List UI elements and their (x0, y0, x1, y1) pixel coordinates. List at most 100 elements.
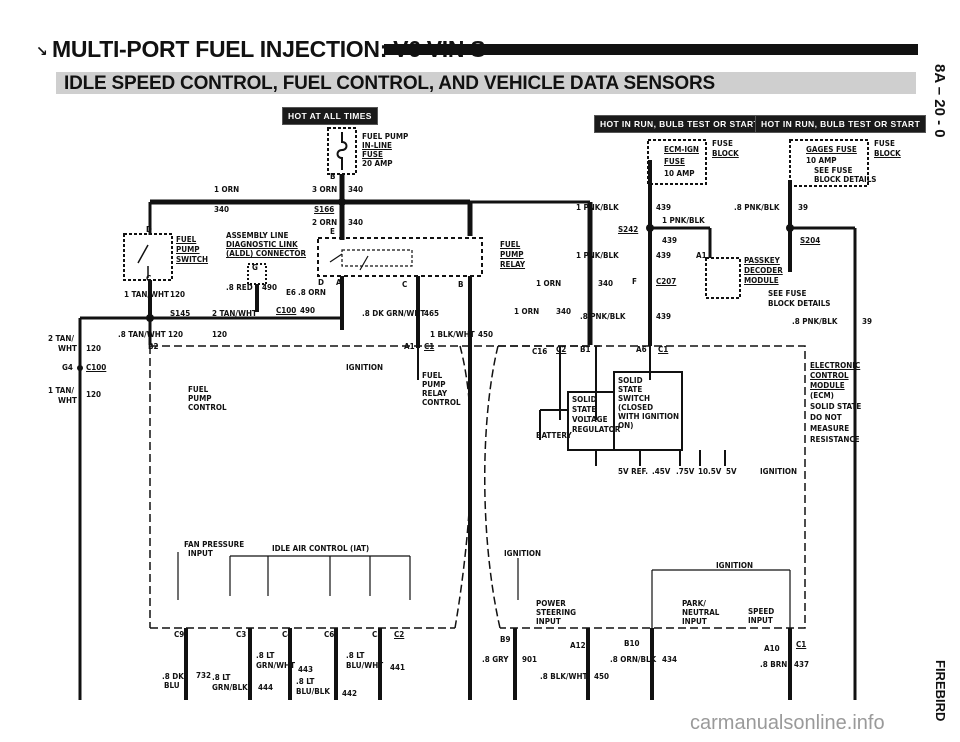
ss-switch-1: SOLID (618, 376, 643, 385)
conn-c4: C4 (282, 630, 293, 639)
conn-c3: C3 (236, 630, 247, 639)
fpr-control-3: RELAY (422, 389, 448, 398)
wire-label-1pnkblk-c: 1 PNK/BLK (576, 251, 619, 260)
connector-g4: G4 (62, 363, 73, 372)
ignition-label-3: IGNITION (504, 549, 542, 558)
aldl-label-3: (ALDL) CONNECTOR (226, 249, 307, 258)
subtitle-band (56, 72, 916, 94)
wire-label-439d: 439 (656, 312, 672, 321)
ss-switch-2: STATE (618, 385, 643, 394)
wire-450b: 450 (594, 672, 610, 681)
page-title: MULTI-PORT FUEL INJECTION: V6 VIN S (52, 36, 486, 62)
pin-d-switch: D (146, 225, 152, 234)
fpc-label-3: CONTROL (188, 403, 227, 412)
hot-in-run-badge-2: HOT IN RUN, BULB TEST OR START (755, 115, 927, 133)
fpc-label-2: PUMP (188, 394, 212, 403)
wire-bluwht: BLU/WHT (346, 661, 384, 670)
wire-label-340e: 340 (556, 307, 572, 316)
wire-label-450: 450 (478, 330, 494, 339)
fpc-label-1: FUEL (188, 385, 209, 394)
wire-label-wht-a: WHT (58, 344, 77, 353)
connector-c1-b: C1 (658, 345, 669, 354)
wire-label-439c: 439 (656, 251, 672, 260)
wire-label-340a: 340 (348, 185, 364, 194)
arrow-bullet-icon: ↘ (36, 43, 48, 59)
ss-switch-4: (CLOSED (618, 403, 654, 412)
wire-732: 732 (196, 671, 212, 680)
voltage-105: 10.5V (698, 467, 722, 476)
see-fuse-label-1: SEE FUSE (768, 289, 807, 298)
fpr-control-2: PUMP (422, 380, 446, 389)
wire-label-39a: 39 (798, 203, 809, 212)
wire-8dk: .8 DK (162, 672, 184, 681)
pin-b-fuse: B (330, 172, 336, 181)
wire-8brn: .8 BRN (760, 660, 788, 669)
fuse-element-1 (336, 132, 348, 170)
fpr-control-1: FUEL (422, 371, 443, 380)
wire-444: 444 (258, 683, 274, 692)
fuel-pump-switch-label-2: PUMP (176, 245, 200, 254)
ss-switch-3: SWITCH (618, 394, 651, 403)
connector-a1-passkey: A1 (696, 251, 707, 260)
wire-label-wht-b: WHT (58, 396, 77, 405)
gages-fuse-label: GAGES FUSE (806, 145, 857, 154)
pn-label-3: INPUT (682, 617, 707, 626)
wire-8lt-c: .8 LT (296, 677, 315, 686)
pin-g-aldl: G (252, 263, 258, 272)
ssvr-label-1: SOLID (572, 395, 597, 404)
conn-a12: A12 (570, 641, 586, 650)
conn-c6: C6 (324, 630, 335, 639)
connector-f: F (632, 277, 637, 286)
voltage-5vref: 5V REF. (618, 467, 649, 476)
conn-c2-b: C2 (394, 630, 405, 639)
wire-label-3orn: 3 ORN (312, 185, 338, 194)
wire-blublk: BLU/BLK (296, 687, 330, 696)
pin-e-relay: E (330, 227, 335, 236)
fuel-pump-fuse-label-1: FUEL PUMP (362, 132, 409, 141)
wire-label-340b: 340 (214, 205, 230, 214)
connector-b1: B1 (580, 345, 591, 354)
fuse-block-label-1b: BLOCK (712, 149, 739, 158)
wire-label-8dkgrnwht: .8 DK GRN/WHT (362, 309, 426, 318)
ecm-label-8: RESISTANCE (810, 435, 860, 444)
ecm-label-4: (ECM) (810, 391, 834, 400)
connector-c207: C207 (656, 277, 677, 286)
gages-see-fuse: SEE FUSE (814, 166, 853, 175)
voltage-075: .75V (676, 467, 695, 476)
passkey-label-3: MODULE (744, 276, 779, 285)
passkey-label-2: DECODER (744, 266, 783, 275)
wire-901: 901 (522, 655, 538, 664)
wire-label-39b: 39 (862, 317, 873, 326)
ps-label-1: POWER (536, 599, 566, 608)
watermark: carmanualsonline.info (690, 712, 885, 734)
relay-label-2: PUMP (500, 250, 524, 259)
see-fuse-label-2: BLOCK DETAILS (768, 299, 831, 308)
splice-s204: S204 (800, 236, 821, 245)
wire-label-8pnkblk-c: .8 PNK/BLK (580, 312, 626, 321)
ignition-label-2: IGNITION (760, 467, 798, 476)
ssvr-label-4: REGULATOR (572, 425, 621, 434)
wire-label-1tanwht: 1 TAN/WHT (124, 290, 169, 299)
hot-at-all-times-badge: HOT AT ALL TIMES (282, 107, 378, 125)
ecm-ign-amp: 10 AMP (664, 169, 695, 178)
wire-label-1tan: 1 TAN/ (48, 386, 75, 395)
ecm-label-2: CONTROL (810, 371, 849, 380)
passkey-label-1: PASSKEY (744, 256, 780, 265)
wire-label-439b: 439 (662, 236, 678, 245)
pn-label-1: PARK/ (682, 599, 706, 608)
fuse-block-label-1a: FUSE (712, 139, 733, 148)
wire-blu: BLU (164, 681, 180, 690)
wire-label-1blkwht: 1 BLK/WHT (430, 330, 475, 339)
connector-c100: C100 (276, 306, 297, 315)
wire-8ornblk: .8 ORN/BLK (610, 655, 657, 664)
fuel-pump-relay-box (317, 237, 483, 277)
wire-label-2orn: 2 ORN (312, 218, 338, 227)
pin-c-switch: C (146, 274, 152, 283)
conn-b9: B9 (500, 635, 511, 644)
ecm-ign-label: ECM-IGN (664, 145, 699, 154)
conn-a10: A10 (764, 644, 780, 653)
connector-a1: A1 (404, 342, 415, 351)
page-subtitle: IDLE SPEED CONTROL, FUEL CONTROL, AND VE… (64, 73, 715, 94)
wire-label-2tanwht: 2 TAN/WHT (212, 309, 257, 318)
